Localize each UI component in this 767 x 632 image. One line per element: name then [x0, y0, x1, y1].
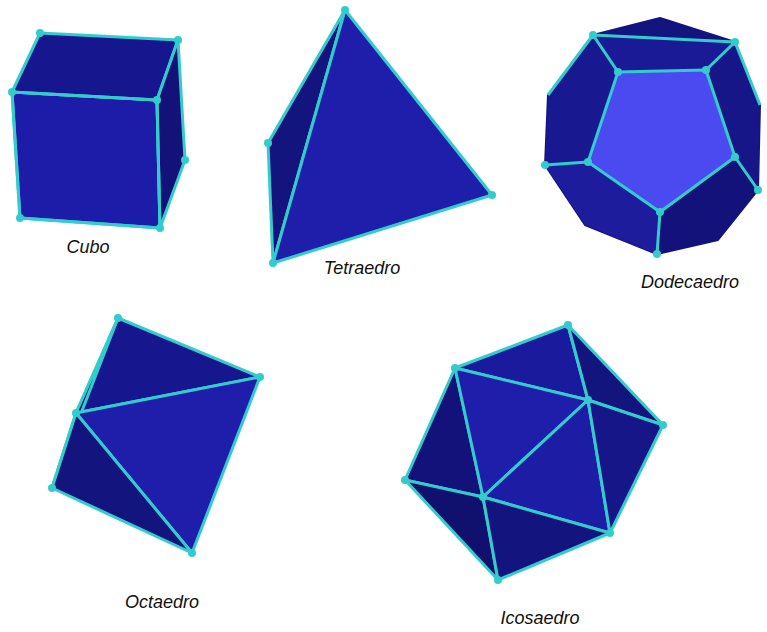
dodecahedron-figure — [545, 18, 760, 254]
tetrahedron-figure — [268, 10, 492, 263]
shape-label: Octaedro — [125, 592, 199, 613]
cube-figure — [12, 33, 185, 228]
shape-label: Tetraedro — [324, 258, 400, 279]
shape-label: Dodecaedro — [641, 272, 739, 293]
octahedron-figure — [52, 318, 260, 553]
icosahedron-figure — [405, 325, 663, 580]
vertex-dots — [8, 6, 762, 584]
shape-label: Icosaedro — [500, 608, 579, 629]
shape-label: Cubo — [66, 237, 109, 258]
